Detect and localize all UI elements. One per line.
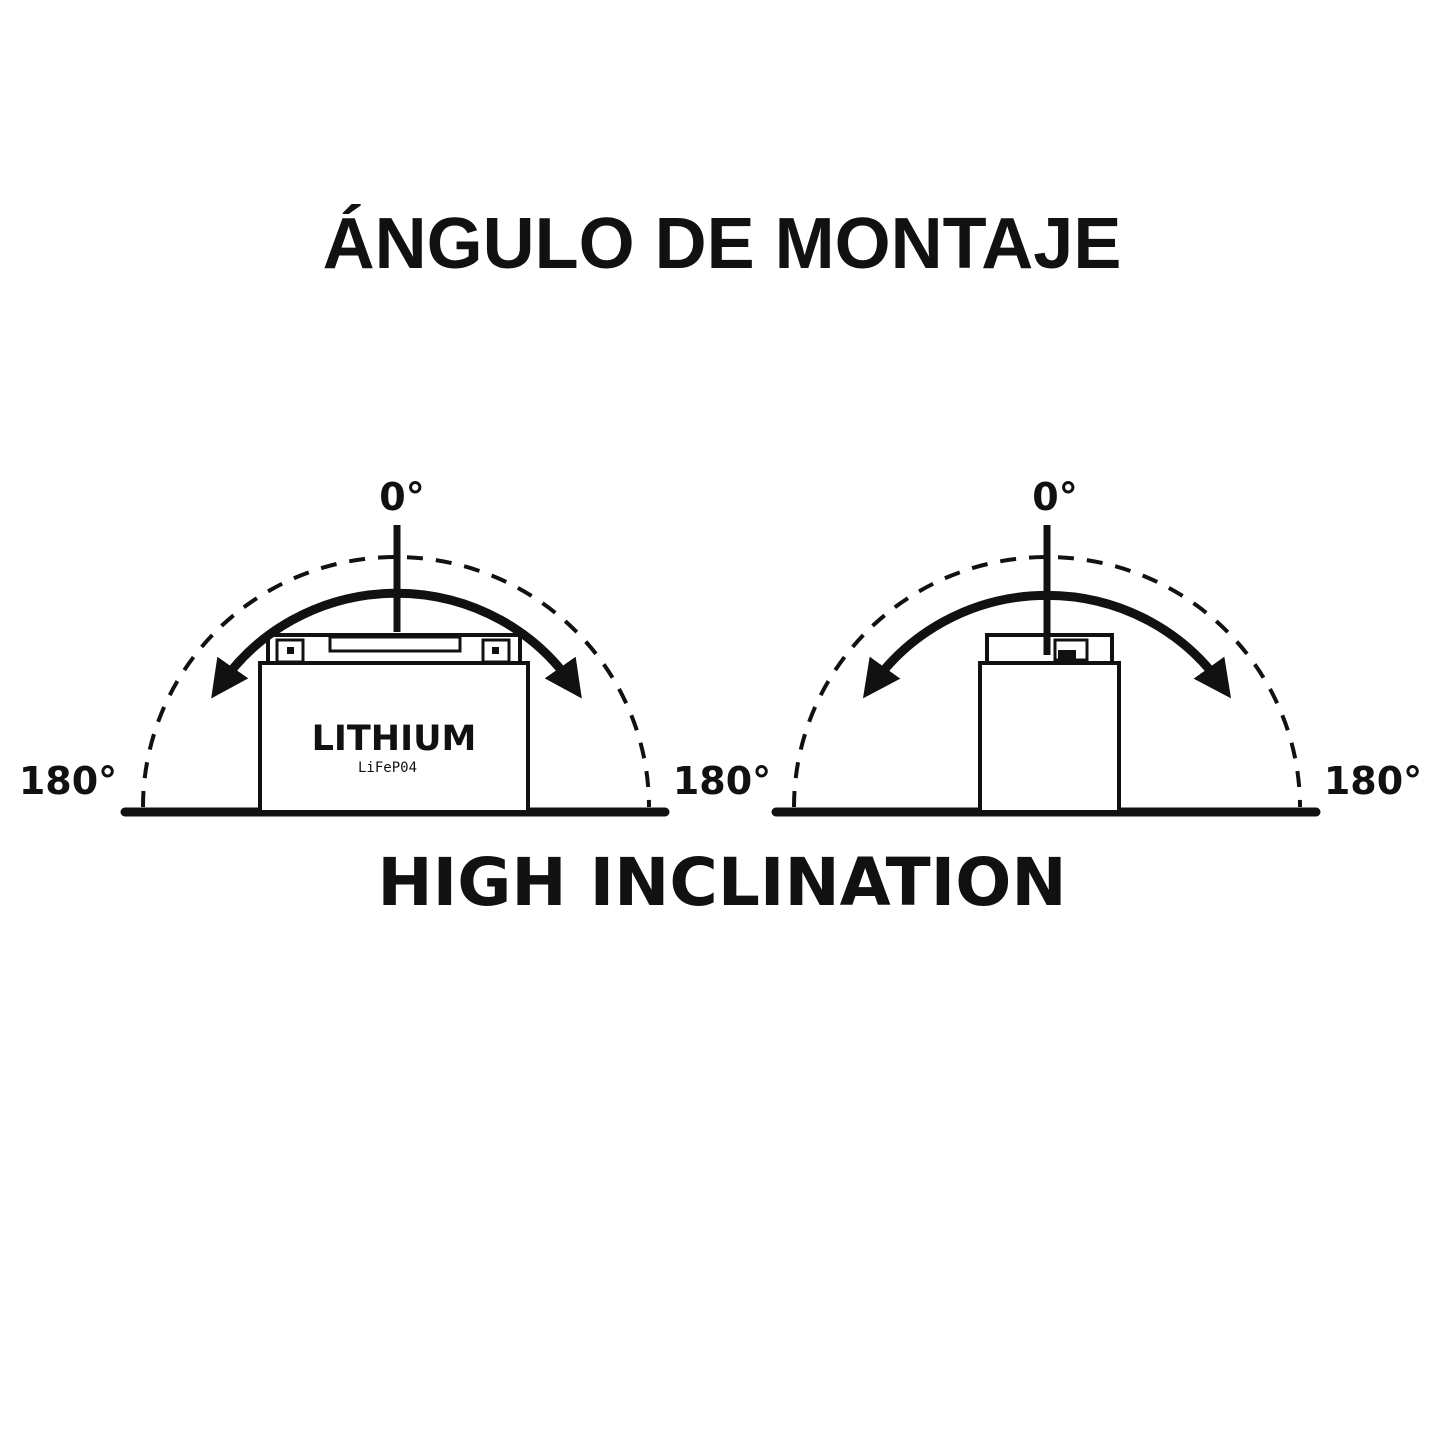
battery-chemistry-label: LiFeP04	[358, 760, 417, 776]
left-dashed-range-arc	[141, 555, 651, 808]
right-diagram: 0° 180°	[771, 475, 1422, 817]
left-top-angle-label: 0°	[379, 475, 424, 519]
battery-side-terminal-bolt	[1058, 650, 1076, 659]
right-top-angle-label: 0°	[1032, 475, 1077, 519]
left-diagram: LITHIUM LiFeP04 0° 180°	[19, 475, 670, 817]
right-dashed-range-arc	[792, 555, 1302, 808]
middle-side-angle-label: 180°	[673, 759, 771, 803]
battery-side-case	[978, 661, 1121, 814]
right-side-angle-label: 180°	[1324, 759, 1422, 803]
battery-brand-label: LITHIUM	[312, 719, 477, 759]
left-side-angle-label: 180°	[19, 759, 117, 803]
battery-terminal-negative-bolt	[287, 647, 294, 654]
battery-side-view	[978, 633, 1121, 814]
right-tilt-range-arrow	[862, 590, 1232, 699]
battery-terminal-positive-bolt	[492, 647, 499, 654]
page-title: ÁNGULO DE MONTAJE	[323, 204, 1122, 284]
battery-lid-recess	[328, 635, 462, 653]
left-tilt-range-arrow	[211, 588, 582, 699]
inclination-caption: HIGH INCLINATION	[377, 844, 1066, 921]
lithium-battery: LITHIUM LiFeP04	[258, 633, 530, 814]
